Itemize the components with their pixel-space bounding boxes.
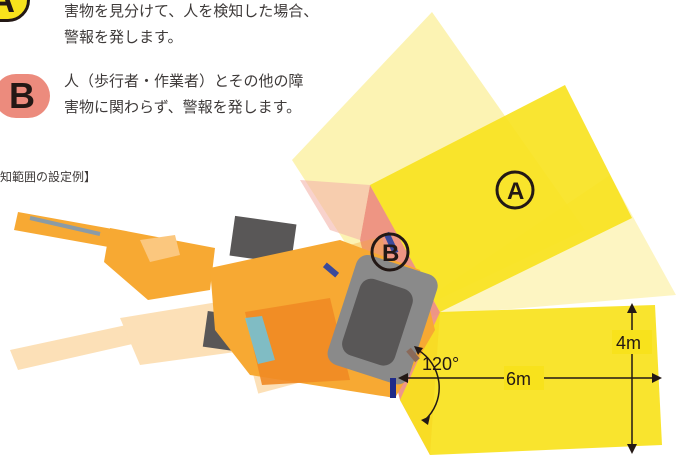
zone-b-description: 人（歩行者・作業者）とその他の障 害物に関わらず、警報を発します。 (64, 68, 304, 120)
length-arrow-left (398, 373, 408, 383)
zone-a-area-upper (370, 85, 632, 312)
zone-b-description-line1: 人（歩行者・作業者）とその他の障 (64, 72, 304, 90)
section-heading: 知範囲の設定例】 (0, 170, 97, 184)
width-arrow-bottom (627, 444, 637, 454)
angle-arc-arrow-top (414, 346, 423, 355)
excavator-arm (14, 212, 215, 300)
zone-a-label-circle (495, 170, 535, 210)
zone-a-description-line2: 警報を発します。 (64, 28, 183, 46)
length-arrow-right (652, 373, 662, 383)
length-label: 6m (506, 369, 531, 389)
angle-arc (417, 349, 440, 421)
zone-b-label: B (382, 240, 399, 267)
width-label: 4m (616, 333, 641, 353)
zone-a-description-line1: 害物を見分けて、人を検知した場合、 (64, 2, 319, 20)
width-arrow-top (627, 303, 637, 313)
excavator-body (202, 215, 438, 398)
zone-b-description-line2: 害物に関わらず、警報を発します。 (64, 98, 302, 116)
zone-b-label-circle (370, 232, 410, 272)
zone-a-description: 害物を見分けて、人を検知した場合、 警報を発します。 (64, 0, 318, 50)
zone-a-label: A (507, 178, 524, 205)
zone-b-faded (300, 180, 370, 240)
angle-label: 120° (422, 354, 459, 374)
angle-arc-arrow-bottom (421, 416, 430, 425)
zone-b-badge: B (0, 74, 50, 118)
